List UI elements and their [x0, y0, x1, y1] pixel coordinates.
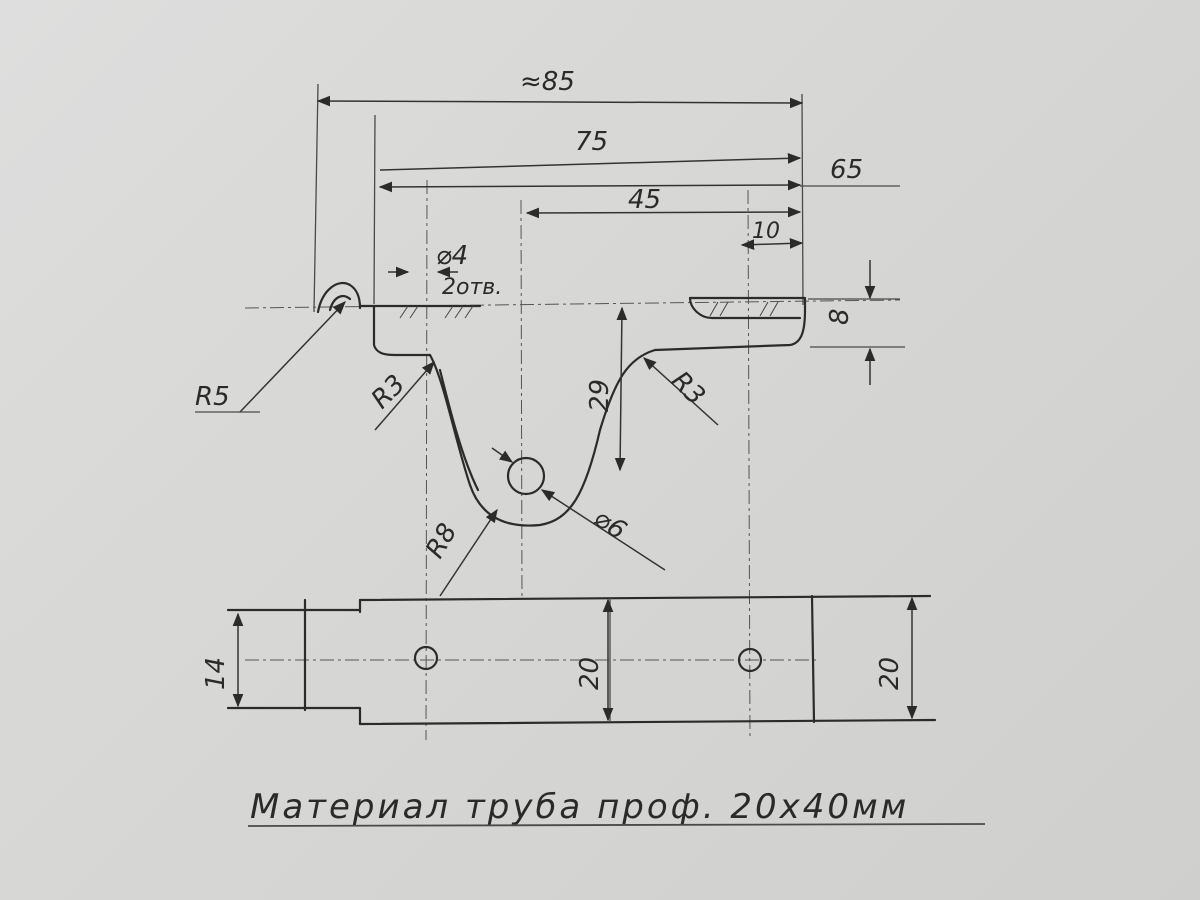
dim-width-20-right: 20	[875, 657, 905, 690]
dim-height-29: 29	[585, 379, 615, 412]
dim-75: 75	[575, 127, 608, 157]
dimension-lines	[195, 95, 918, 722]
material-caption: Материал труба проф. 20х40мм	[250, 787, 909, 827]
hole-left-top	[413, 645, 439, 671]
section-hatching	[399, 301, 779, 319]
dim-center-hole: ⌀6	[588, 503, 632, 546]
extension-lines	[313, 83, 905, 348]
dim-65: 65	[830, 155, 863, 185]
bracket-side-view	[316, 282, 807, 527]
caption-underline	[247, 823, 986, 827]
dim-10: 10	[752, 219, 780, 244]
dim-radius-r3-left: R3	[366, 369, 412, 415]
hole-6mm-side	[506, 456, 546, 496]
dim-total-length: ≈85	[520, 67, 575, 97]
dim-hole-count: 2отв.	[442, 275, 502, 300]
dim-thickness: 8	[825, 308, 855, 325]
dim-hole-diameter: ⌀4	[436, 241, 468, 271]
center-lines	[244, 179, 901, 741]
dim-width-20-mid: 20	[575, 657, 605, 690]
bracket-top-view	[226, 594, 937, 726]
dim-radius-r3-right: R3	[665, 366, 711, 412]
hole-right-top	[737, 647, 763, 673]
dim-radius-r5: R5	[195, 382, 230, 412]
dim-45: 45	[628, 185, 661, 215]
dim-width-14: 14	[201, 657, 231, 690]
